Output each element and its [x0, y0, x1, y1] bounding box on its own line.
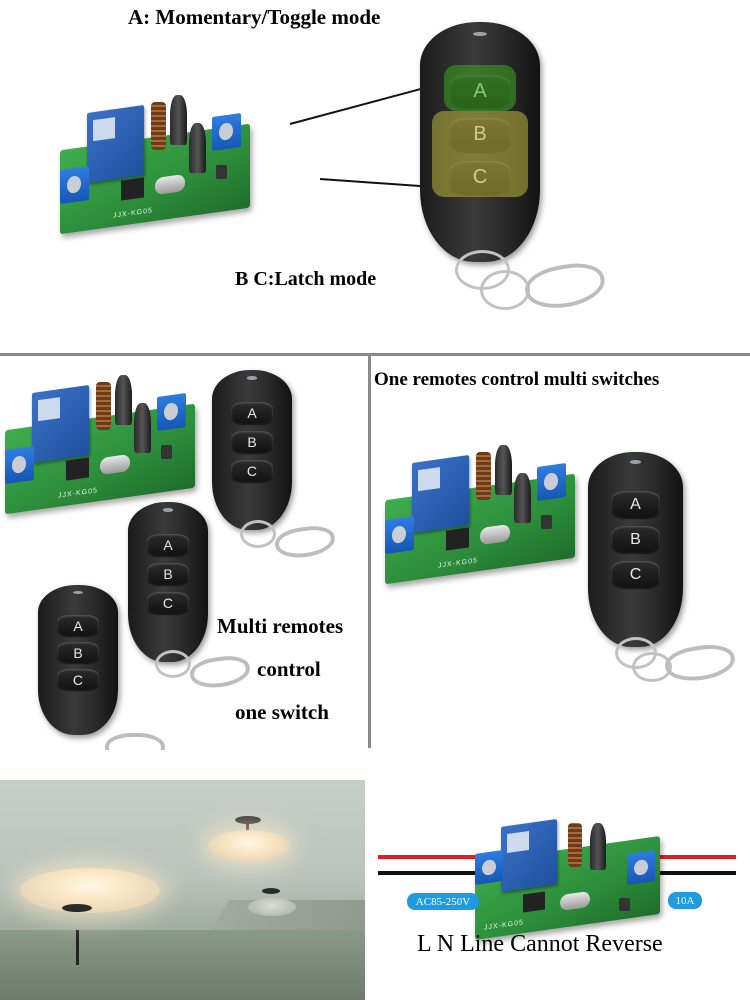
remote-control-image: A B C: [420, 22, 540, 262]
highlight-momentary: [444, 65, 516, 111]
one-remote-caption: One remotes control multi switches: [374, 369, 660, 390]
voltage-tag: AC85-250V: [407, 893, 479, 910]
relay-module-image: JJX-KG05: [60, 95, 250, 235]
remote-control-image-1: A B C: [212, 370, 292, 530]
ceiling-lights-photo: [0, 780, 365, 1000]
led-indicator: [472, 31, 488, 37]
ceiling-lamp-lit: [208, 830, 290, 862]
relay-module-wiring: JJX-KG05: [475, 810, 660, 940]
mode-bc-label: B C:Latch mode: [235, 268, 377, 290]
current-tag: 10A: [668, 892, 702, 909]
remote-button-c: C: [610, 561, 661, 589]
remote-button-b: B: [610, 526, 661, 554]
remote-control-image-3: A B C: [38, 585, 118, 735]
remote-button-c: C: [231, 459, 273, 482]
keychain-image-3: [70, 725, 180, 750]
remote-button-a: A: [57, 615, 99, 636]
multi-remotes-caption-line-2: control: [257, 657, 321, 681]
remote-button-a: A: [147, 534, 189, 557]
relay-module-image-mid-right: JJX-KG05: [385, 445, 575, 585]
multi-remotes-caption-line-1: Multi remotes: [217, 614, 344, 638]
keychain-image-right: [610, 632, 745, 712]
remote-control-image-right: A B C: [588, 452, 683, 647]
remote-button-a: A: [610, 491, 661, 519]
remote-button-a: A: [231, 402, 273, 425]
wiring-caption: L N Line Cannot Reverse: [417, 931, 663, 957]
remote-button-b: B: [231, 430, 273, 454]
section-divider-top: [0, 353, 750, 356]
keychain-image-1: [235, 515, 355, 585]
remote-button-b: B: [57, 642, 99, 663]
keychain-image-2: [150, 645, 270, 715]
keychain-image: [455, 245, 625, 340]
section-divider-middle: [368, 355, 371, 748]
remote-control-image-2: A B C: [128, 502, 208, 662]
ceiling-lamp-off: [248, 898, 296, 916]
remote-button-c: C: [147, 591, 189, 614]
remote-button-c: C: [57, 669, 99, 690]
remote-button-b: B: [147, 562, 189, 586]
relay-module-image-mid-left: JJX-KG05: [5, 375, 195, 515]
multi-remotes-caption-line-3: one switch: [235, 700, 329, 724]
mode-a-label: A: Momentary/Toggle mode: [128, 5, 381, 29]
highlight-latch: [432, 110, 528, 198]
